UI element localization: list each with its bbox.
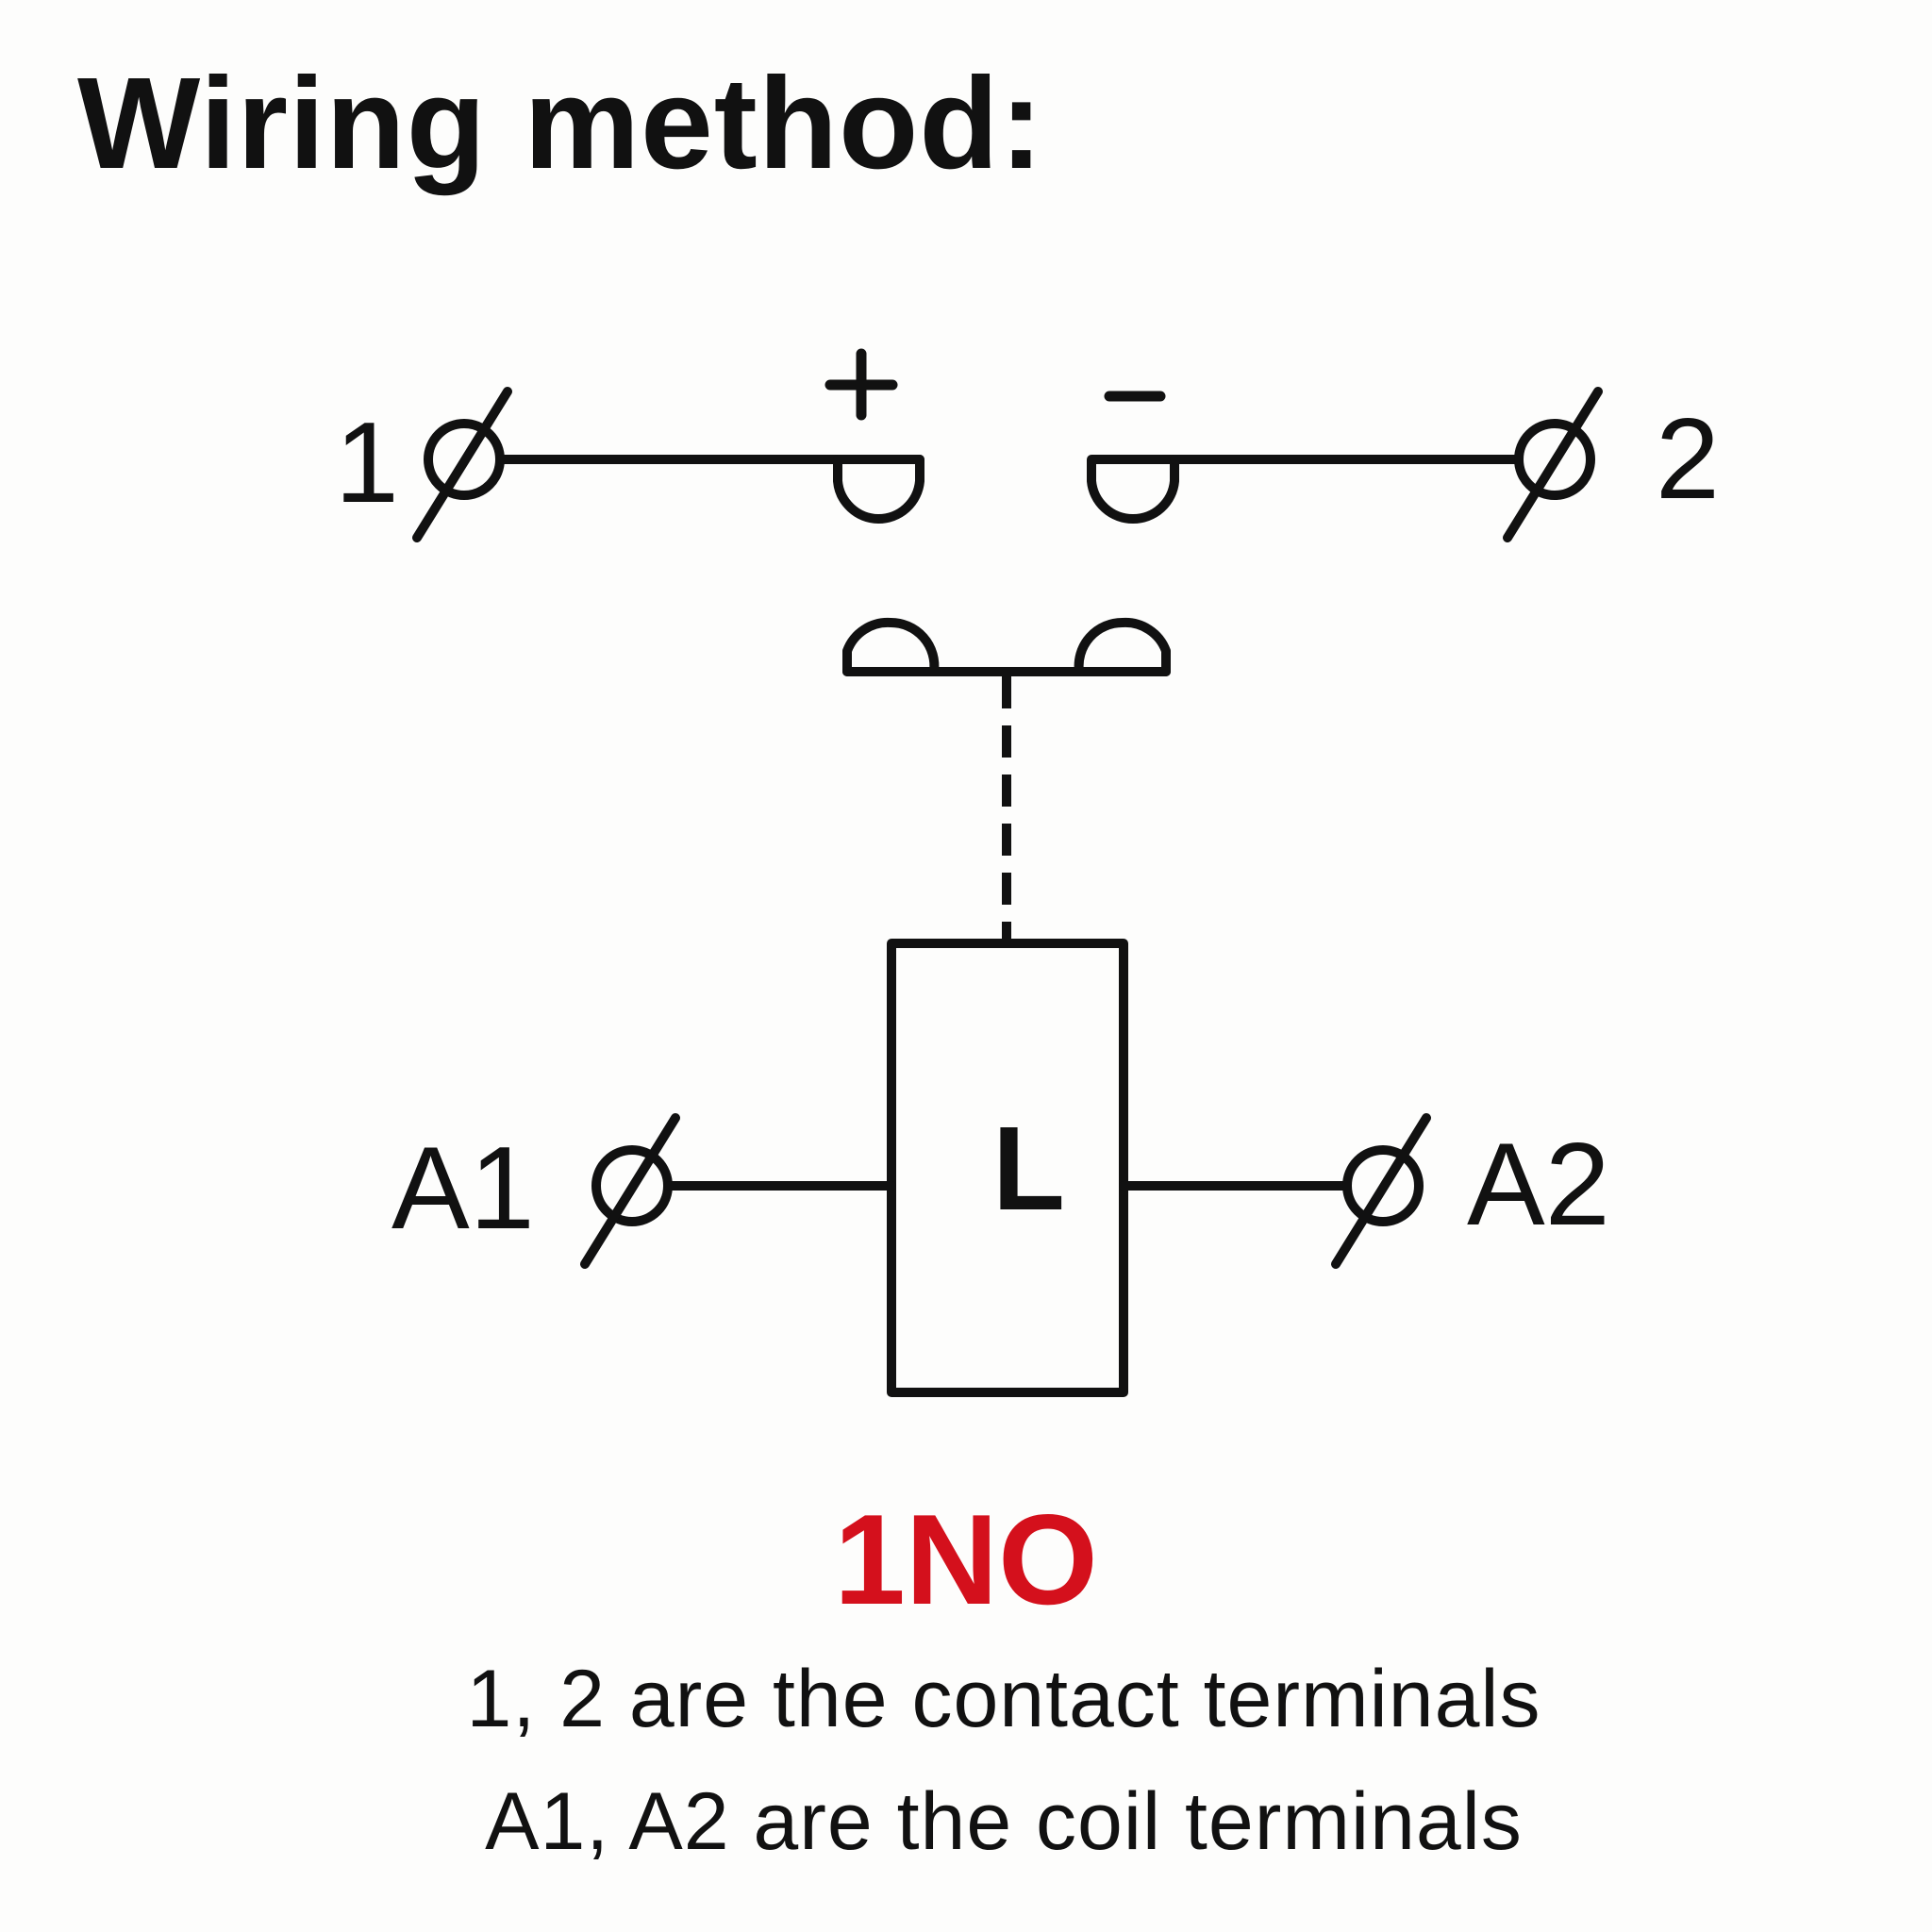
fixed-contact-minus — [1087, 455, 1179, 525]
moving-contact-right — [1074, 617, 1171, 676]
page-title: Wiring method: — [77, 51, 1044, 196]
coil-label: L — [992, 1102, 1065, 1235]
terminal-2-symbol — [1503, 387, 1603, 542]
terminal-1-symbol — [412, 387, 512, 542]
model-label: 1NO — [834, 1488, 1098, 1631]
contact-terminals-note: 1, 2 are the contact terminals — [466, 1654, 1541, 1744]
coil-box — [887, 939, 1128, 1397]
terminal-a1-symbol — [580, 1113, 680, 1269]
coil-terminals-note: A1, A2 are the coil terminals — [485, 1776, 1523, 1867]
fixed-contact-plus — [833, 455, 924, 525]
terminal-2-label: 2 — [1656, 394, 1720, 523]
moving-contact-left — [842, 617, 940, 676]
terminal-1-label: 1 — [335, 398, 399, 526]
coil-terminal-a1-label: A1 — [391, 1124, 535, 1254]
coil-terminal-a2-label: A2 — [1467, 1120, 1610, 1250]
terminal-a2-symbol — [1331, 1113, 1431, 1269]
